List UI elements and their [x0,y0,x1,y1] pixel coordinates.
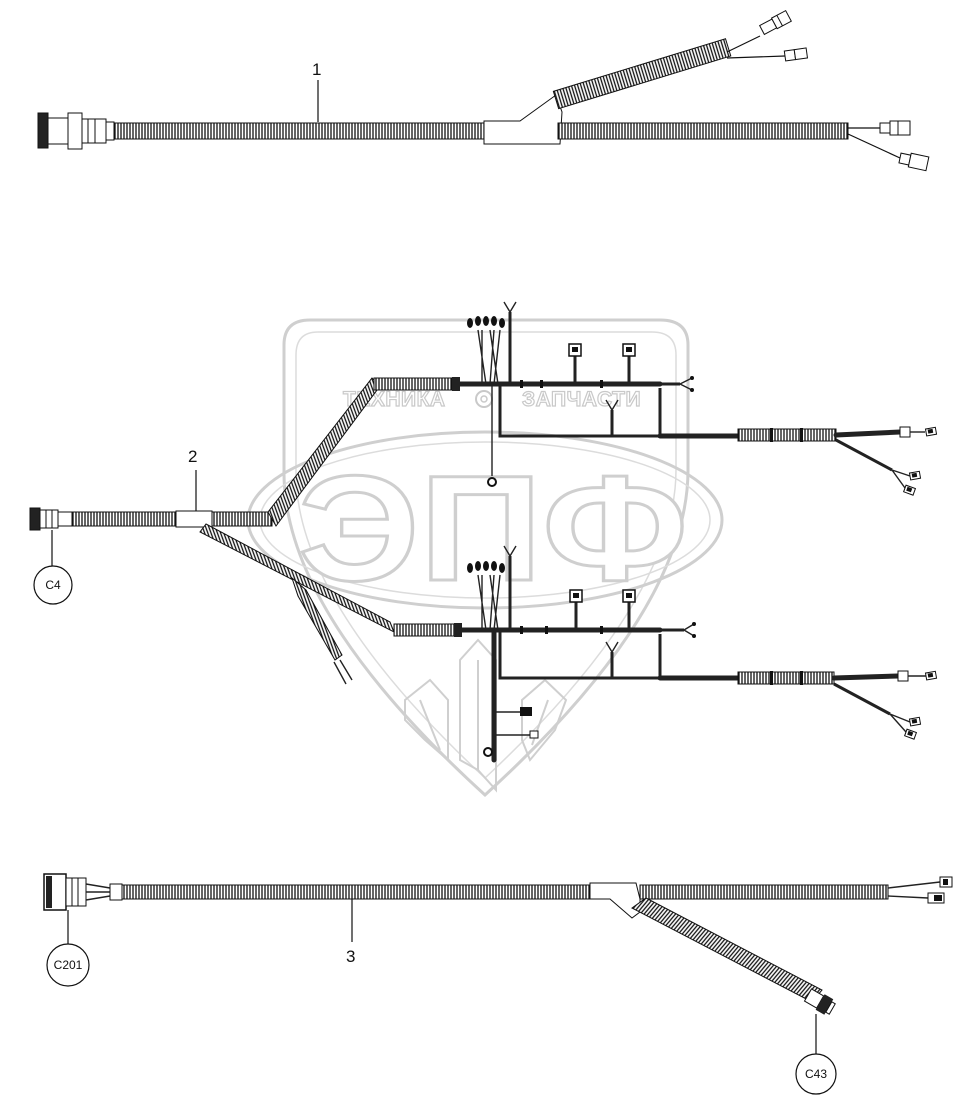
harness-3: 3 C201 C43 [43,873,953,1095]
connector-ref-c43-circle [795,1053,837,1095]
connector-ref-c4-circle [33,565,73,605]
item-number-3: 3 [346,947,355,966]
harness-2-lower-fan [467,561,505,573]
harness-1-connector-end [37,112,49,149]
harness-1: 1 [37,9,930,172]
connector-ref-c201: C201 [54,958,83,972]
watermark-right-text: ЗАПЧАСТИ [522,388,641,411]
watermark-logo: ТЕХНИКА ЗАПЧАСТИ ЭПФ [246,318,724,798]
harness-2-upper-fan [467,316,505,328]
harness-3-main-tube [121,884,593,900]
harness-3-junction [589,882,641,919]
item-number-2: 2 [188,447,197,466]
harness-1-main-tube [113,122,487,140]
item-number-1: 1 [312,60,321,79]
harness-2-connector-c4 [29,507,41,531]
harness-2: 2 C4 [29,301,938,763]
connector-ref-c201-circle [46,943,90,987]
connector-ref-c43: C43 [805,1067,827,1081]
harness-1-junction [483,94,563,145]
connector-ref-c4: C4 [45,578,61,592]
